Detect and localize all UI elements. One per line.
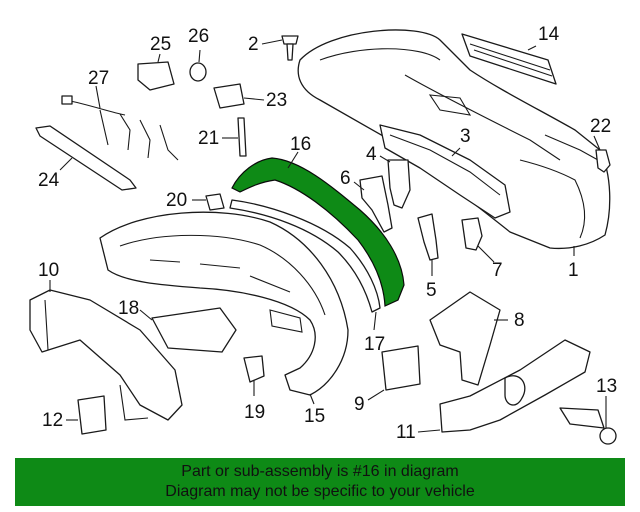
callout-19[interactable]: 19 (244, 402, 265, 423)
part-16-molding (231, 157, 405, 307)
part-12-plate (77, 395, 107, 435)
callout-labels: 1 2 3 4 5 6 7 8 9 10 11 12 13 14 15 16 1… (38, 24, 617, 443)
callout-2[interactable]: 2 (248, 34, 259, 55)
part-8-bracket (429, 291, 501, 386)
parts-diagram: 1 2 3 4 5 6 7 8 9 10 11 12 13 14 15 16 1… (29, 24, 617, 445)
part-2-push-clip (281, 35, 299, 61)
callout-15[interactable]: 15 (304, 406, 325, 427)
callout-17[interactable]: 17 (364, 334, 385, 355)
part-7-bracket (461, 217, 483, 251)
part-11-tow-hitch (439, 339, 591, 433)
banner-line-2: Diagram may not be specific to your vehi… (165, 483, 475, 500)
part-19-clip (243, 355, 265, 383)
part-3-reinforcement (379, 124, 511, 219)
part-6-bracket (359, 175, 393, 233)
part-24-strap (35, 125, 137, 191)
part-15-diffuser (99, 211, 349, 396)
callout-13[interactable]: 13 (596, 376, 617, 397)
callout-14[interactable]: 14 (538, 24, 560, 45)
callout-25[interactable]: 25 (150, 34, 171, 55)
callout-21[interactable]: 21 (198, 128, 219, 149)
callout-5[interactable]: 5 (426, 280, 437, 301)
part-21-rod (237, 117, 247, 157)
callout-8[interactable]: 8 (514, 310, 525, 331)
part-27-wiring-harness (61, 95, 179, 161)
part-5-bracket (417, 213, 439, 261)
callout-16[interactable]: 16 (290, 134, 311, 155)
callout-20[interactable]: 20 (166, 190, 187, 211)
part-23-sensor (213, 83, 245, 109)
callout-6[interactable]: 6 (340, 168, 351, 189)
callout-3[interactable]: 3 (460, 126, 471, 147)
part-13-tow-ball (559, 407, 617, 445)
info-banner: Part or sub-assembly is #16 in diagram D… (15, 458, 625, 506)
part-14-trim-strip (461, 33, 557, 85)
banner-line-1: Part or sub-assembly is #16 in diagram (181, 463, 459, 480)
callout-26[interactable]: 26 (188, 26, 209, 47)
callout-4[interactable]: 4 (366, 144, 377, 165)
callout-23[interactable]: 23 (266, 90, 287, 111)
callout-7[interactable]: 7 (492, 260, 503, 281)
part-4-bracket (387, 159, 411, 209)
part-22-clip (595, 149, 611, 173)
callout-11[interactable]: 11 (396, 422, 416, 443)
part-18-shield (151, 307, 237, 353)
part-9-plate (381, 345, 421, 391)
callout-24[interactable]: 24 (38, 170, 60, 191)
callout-12[interactable]: 12 (42, 410, 63, 431)
part-10-bracket (29, 289, 183, 421)
callout-1[interactable]: 1 (568, 260, 579, 281)
part-25-module (137, 61, 175, 91)
callout-18[interactable]: 18 (118, 298, 139, 319)
callout-27[interactable]: 27 (88, 68, 109, 89)
leader-lines (49, 39, 607, 433)
callout-10[interactable]: 10 (38, 260, 59, 281)
part-20-clip (205, 193, 225, 211)
part-17-strip (229, 199, 381, 313)
part-26-ring (189, 62, 207, 82)
callout-9[interactable]: 9 (354, 394, 365, 415)
callout-22[interactable]: 22 (590, 116, 611, 137)
